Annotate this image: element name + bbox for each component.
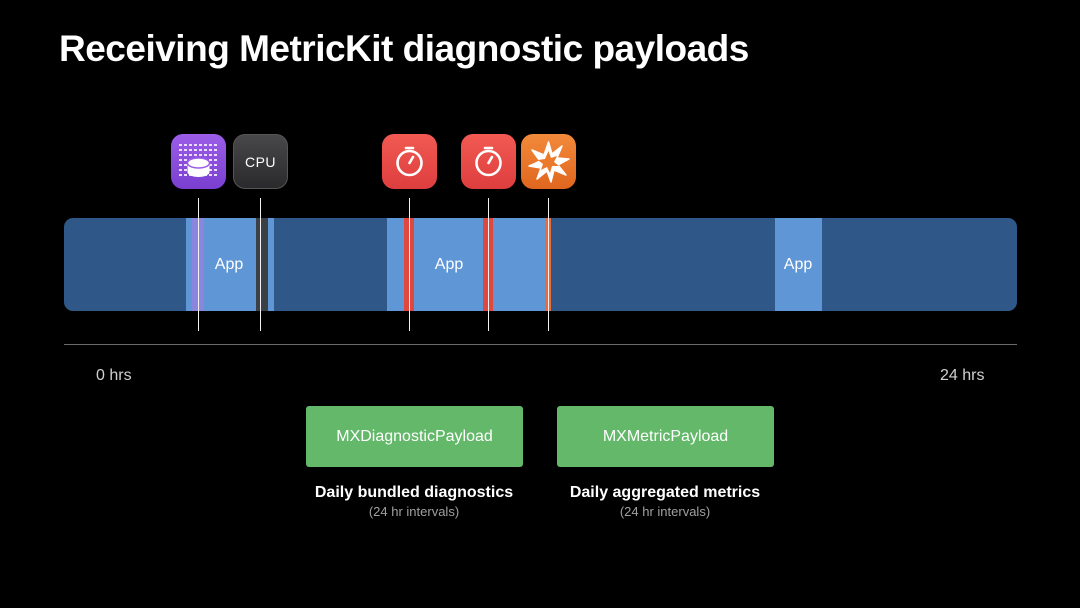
event-marker-line: [488, 198, 489, 331]
caption-interval: (24 hr intervals): [619, 504, 711, 519]
event-marker-line: [548, 198, 549, 331]
caption-title: Daily aggregated metrics: [569, 484, 761, 501]
caption-title: Daily bundled diagnostics: [314, 484, 514, 501]
page-title: Receiving MetricKit diagnostic payloads: [59, 28, 749, 69]
stopwatch-icon: [382, 134, 437, 189]
axis-start-label: 0 hrs: [96, 367, 132, 384]
app-segment-label: App: [434, 256, 464, 273]
time-axis: [64, 344, 1017, 345]
axis-end-label: 24 hrs: [940, 367, 985, 384]
event-marker-line: [198, 198, 199, 331]
caption-interval: (24 hr intervals): [368, 504, 460, 519]
cpu-event-band: [256, 218, 268, 311]
app-segment: [775, 218, 822, 311]
app-segment-label: App: [783, 256, 813, 273]
crash-burst-icon: [521, 134, 576, 189]
disk-write-icon: [171, 134, 226, 189]
cpu-icon-label: CPU: [244, 153, 277, 170]
app-segment-label: App: [214, 256, 244, 273]
metric-payload-caption: Daily aggregated metrics (24 hr interval…: [535, 484, 795, 519]
timeline-track: App App App: [64, 218, 1017, 311]
event-marker-line: [260, 198, 261, 331]
diagnostic-payload-box: MXDiagnosticPayload: [306, 406, 523, 467]
metric-payload-box: MXMetricPayload: [557, 406, 774, 467]
stopwatch-icon: [461, 134, 516, 189]
diagnostic-payload-caption: Daily bundled diagnostics (24 hr interva…: [284, 484, 544, 519]
event-marker-line: [409, 198, 410, 331]
cpu-icon: CPU: [233, 134, 288, 189]
app-segment: [387, 218, 551, 311]
